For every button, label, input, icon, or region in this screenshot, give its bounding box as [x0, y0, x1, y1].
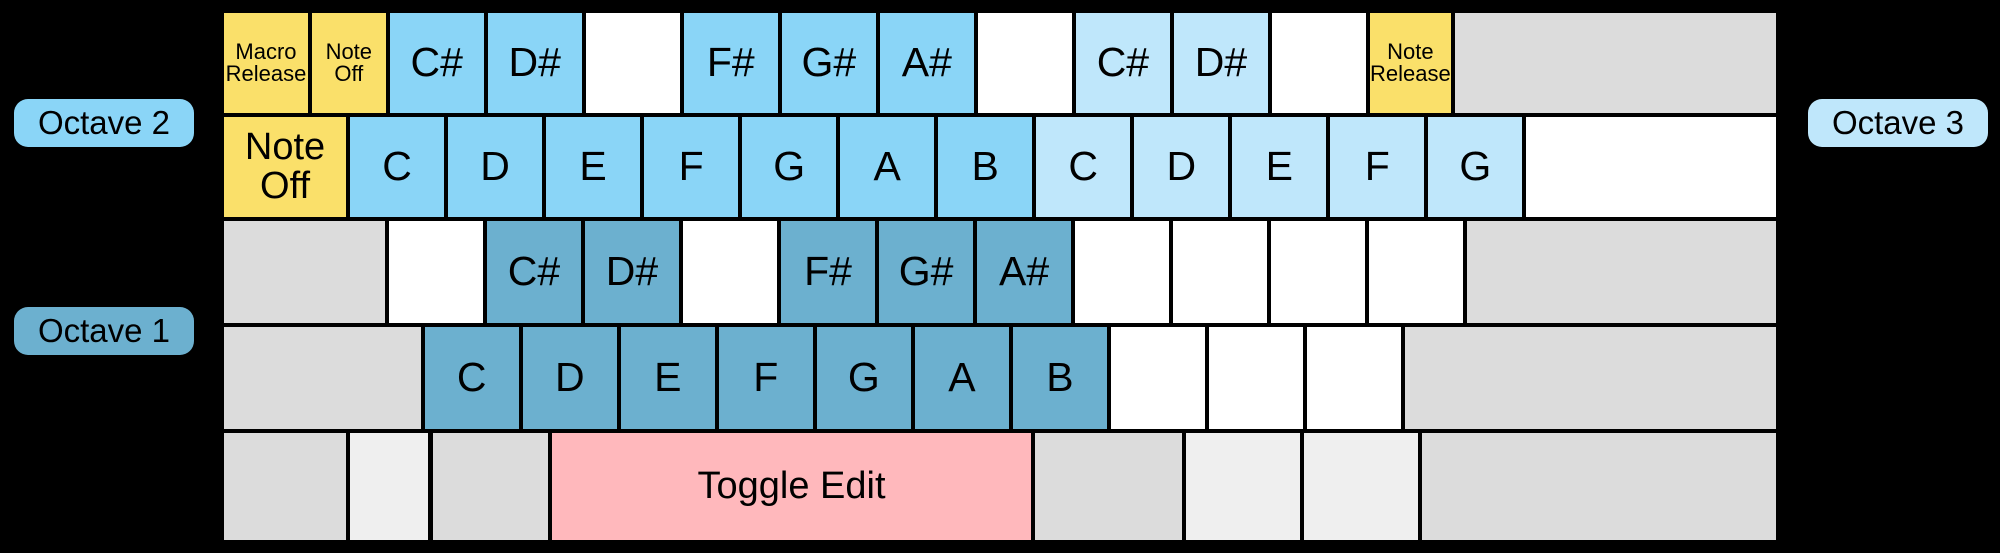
octave-1-label: Octave 1	[14, 307, 194, 355]
key-blank	[1269, 11, 1368, 115]
key-toggle-edit[interactable]: Toggle Edit	[550, 431, 1033, 542]
key-blank[interactable]	[222, 219, 387, 325]
key-g[interactable]: G	[740, 115, 839, 219]
key-blank	[975, 11, 1074, 115]
key-b[interactable]: B	[936, 115, 1035, 219]
key-note-off[interactable]: Note Off	[309, 11, 388, 115]
octave-3-label: Octave 3	[1808, 99, 1988, 147]
key-blank	[1304, 325, 1403, 431]
key-a[interactable]: A	[912, 325, 1011, 431]
key-d[interactable]: D	[1132, 115, 1231, 219]
key-blank[interactable]	[348, 431, 431, 542]
key-d[interactable]: D	[446, 115, 545, 219]
key-c-sharp[interactable]: C#	[387, 11, 486, 115]
key-f[interactable]: F	[716, 325, 815, 431]
key-g-sharp[interactable]: G#	[779, 11, 878, 115]
key-d-sharp[interactable]: D#	[1171, 11, 1270, 115]
key-blank[interactable]	[1032, 431, 1184, 542]
key-a[interactable]: A	[838, 115, 937, 219]
key-blank	[1269, 219, 1368, 325]
key-g-sharp[interactable]: G#	[877, 219, 976, 325]
key-note-off[interactable]: Note Off	[222, 115, 349, 219]
octave-2-label: Octave 2	[14, 99, 194, 147]
key-blank[interactable]	[1465, 219, 1778, 325]
key-blank	[1367, 219, 1466, 325]
key-d[interactable]: D	[520, 325, 619, 431]
key-blank[interactable]	[1183, 431, 1302, 542]
key-c-sharp[interactable]: C#	[1073, 11, 1172, 115]
key-c[interactable]: C	[422, 325, 521, 431]
key-e[interactable]: E	[618, 325, 717, 431]
key-blank	[1206, 325, 1305, 431]
key-g[interactable]: G	[1426, 115, 1525, 219]
key-blank	[1073, 219, 1172, 325]
key-b[interactable]: B	[1010, 325, 1109, 431]
key-c-sharp[interactable]: C#	[484, 219, 583, 325]
key-e[interactable]: E	[544, 115, 643, 219]
keyboard-row-home: C#D# F#G#A#	[222, 219, 1778, 325]
key-blank[interactable]	[222, 325, 423, 431]
key-g[interactable]: G	[814, 325, 913, 431]
key-blank[interactable]	[1420, 431, 1778, 542]
key-d-sharp[interactable]: D#	[485, 11, 584, 115]
key-e[interactable]: E	[1230, 115, 1329, 219]
key-blank[interactable]	[1452, 11, 1778, 115]
key-blank[interactable]	[1301, 431, 1421, 542]
key-a-sharp[interactable]: A#	[877, 11, 976, 115]
key-a-sharp[interactable]: A#	[975, 219, 1074, 325]
key-blank	[1524, 115, 1778, 219]
key-note-release[interactable]: Note Release	[1367, 11, 1453, 115]
key-blank	[1171, 219, 1270, 325]
key-d-sharp[interactable]: D#	[582, 219, 681, 325]
key-c[interactable]: C	[1034, 115, 1133, 219]
key-blank[interactable]	[430, 431, 551, 542]
key-blank	[1108, 325, 1207, 431]
key-blank	[583, 11, 682, 115]
key-blank[interactable]	[1403, 325, 1778, 431]
key-f-sharp[interactable]: F#	[779, 219, 878, 325]
key-macro-release[interactable]: Macro Release	[222, 11, 310, 115]
key-c[interactable]: C	[348, 115, 447, 219]
key-blank	[386, 219, 485, 325]
keyboard-row-modifier: Toggle Edit	[222, 431, 1778, 542]
key-f[interactable]: F	[1328, 115, 1427, 219]
key-f[interactable]: F	[642, 115, 741, 219]
key-blank[interactable]	[222, 431, 349, 542]
key-blank	[681, 219, 780, 325]
key-f-sharp[interactable]: F#	[681, 11, 780, 115]
